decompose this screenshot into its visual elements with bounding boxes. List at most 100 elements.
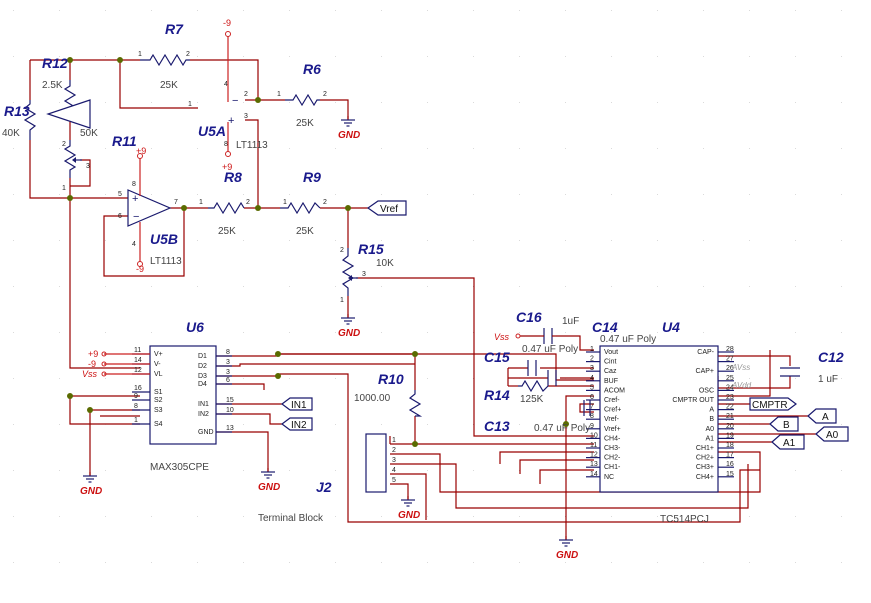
- u6-pin-name: IN2: [198, 411, 209, 418]
- u4-pin-name: CH3+: [696, 464, 714, 471]
- svg-text:1: 1: [283, 199, 287, 206]
- u6-pin-name: D2: [198, 363, 207, 370]
- a0-flag[interactable]: [815, 426, 849, 442]
- svg-text:3: 3: [362, 271, 366, 278]
- u6-pin-number: 14: [134, 357, 142, 364]
- opamp-u5a[interactable]: 1 2 3 4 8 − +: [46, 31, 248, 157]
- u6-vss: Vss: [82, 369, 98, 379]
- u4-pin-name: A0: [705, 426, 714, 433]
- svg-text:1: 1: [199, 199, 203, 206]
- terminal-block-j2[interactable]: 1 2 3 4 5: [365, 433, 396, 493]
- r14-value: 125K: [520, 394, 544, 405]
- u4-pin-number: 14: [590, 471, 598, 478]
- r12b-value: 50K: [80, 128, 98, 139]
- r7-value: 25K: [160, 80, 178, 91]
- u6-pos9: +9: [88, 349, 98, 359]
- r9-ref: R9: [303, 169, 321, 185]
- u4-pin-number: 19: [726, 432, 734, 439]
- u4-pin-number: 18: [726, 442, 734, 449]
- u6-pin-number: 3: [226, 369, 230, 376]
- svg-text:2: 2: [246, 199, 250, 206]
- svg-text:8: 8: [132, 181, 136, 188]
- u4-pin-name: Vout: [604, 349, 618, 356]
- u4-pin-number: 20: [726, 423, 734, 430]
- u6-pin-number: 13: [226, 425, 234, 432]
- ground-label: GND: [258, 482, 280, 493]
- in2-flag[interactable]: [281, 417, 313, 431]
- u4-pin-name: CH2+: [696, 455, 714, 462]
- c16-value: 1uF: [562, 316, 579, 327]
- resistor-r14[interactable]: [518, 379, 549, 393]
- r9-value: 25K: [296, 226, 314, 237]
- potentiometer-r12[interactable]: 2 3 1: [62, 140, 90, 192]
- c14-value: 0.47 uF Poly: [600, 334, 656, 345]
- resistor-r13[interactable]: [23, 100, 37, 140]
- a1-flag[interactable]: [771, 434, 805, 450]
- u4-pin-number: 4: [590, 375, 594, 382]
- r14-ref: R14: [484, 387, 510, 403]
- u4-pin-name: CH1+: [696, 445, 714, 452]
- u4-pin-name: NC: [604, 474, 614, 481]
- opamp-u5b[interactable]: 5 6 7 8 4 + −: [118, 153, 178, 267]
- u4-pin-number: 7: [590, 404, 594, 411]
- svg-text:1: 1: [62, 185, 66, 192]
- b-label: B: [783, 420, 790, 431]
- u6-part: MAX305CPE: [150, 462, 209, 473]
- u6-pin-number: 6: [226, 377, 230, 384]
- potentiometer-r15[interactable]: 2 3 1: [340, 247, 366, 304]
- r8-ref: R8: [224, 169, 242, 185]
- u4-pin-number: 10: [590, 432, 598, 439]
- svg-text:3: 3: [86, 163, 90, 170]
- in1-flag[interactable]: [281, 397, 313, 411]
- r13-ref: R13: [4, 103, 30, 119]
- u4-pin-name: OSC: [699, 387, 714, 394]
- svg-text:1: 1: [138, 51, 142, 58]
- u4-pin-number: 11: [590, 442, 597, 449]
- u4-pin-number: 5: [590, 384, 594, 391]
- svg-text:2: 2: [244, 91, 248, 98]
- u6-pin-number: 12: [134, 367, 142, 374]
- svg-text:4: 4: [224, 81, 228, 88]
- svg-text:2: 2: [323, 199, 327, 206]
- ground-icon: GND: [338, 116, 360, 141]
- svg-text:−: −: [232, 95, 238, 107]
- junctions: [67, 57, 569, 447]
- capacitor-c16[interactable]: [515, 328, 556, 344]
- u4-pin-number: 6: [590, 394, 594, 401]
- cmptr-flag[interactable]: [749, 397, 797, 411]
- b-flag[interactable]: [769, 416, 799, 432]
- r15-value: 10K: [376, 258, 394, 269]
- svg-text:1: 1: [392, 437, 396, 444]
- j2-part: Terminal Block: [258, 513, 324, 524]
- c12-value: 1 uF: [818, 374, 838, 385]
- a0-label: A0: [826, 430, 839, 441]
- svg-text:1: 1: [340, 297, 344, 304]
- vref-flag[interactable]: [366, 200, 407, 216]
- u6-pin-name: D3: [198, 373, 207, 380]
- u6-supply-pins: [101, 351, 150, 377]
- capacitor-c15[interactable]: [527, 360, 557, 386]
- svg-text:2: 2: [340, 247, 344, 254]
- u4-pin-number: 25: [726, 375, 734, 382]
- u4-pin-number: 9: [590, 423, 594, 430]
- svg-text:2: 2: [62, 141, 66, 148]
- u4-pin-name: CAP-: [697, 349, 714, 356]
- c16-vss: Vss: [494, 332, 510, 342]
- resistor-r10[interactable]: [408, 390, 423, 417]
- u4-pin-number: 28: [726, 346, 734, 353]
- svg-text:8: 8: [224, 141, 228, 148]
- capacitor-c12[interactable]: [780, 367, 800, 377]
- a-flag[interactable]: [807, 408, 837, 424]
- u6-pin-number: 15: [226, 397, 234, 404]
- r10-value: 1000.00: [354, 393, 391, 404]
- u4-pin-number: 23: [726, 394, 734, 401]
- u4-pin-name: A: [709, 407, 714, 414]
- vref-label: Vref: [380, 204, 398, 215]
- capacitor-c13[interactable]: [583, 400, 591, 416]
